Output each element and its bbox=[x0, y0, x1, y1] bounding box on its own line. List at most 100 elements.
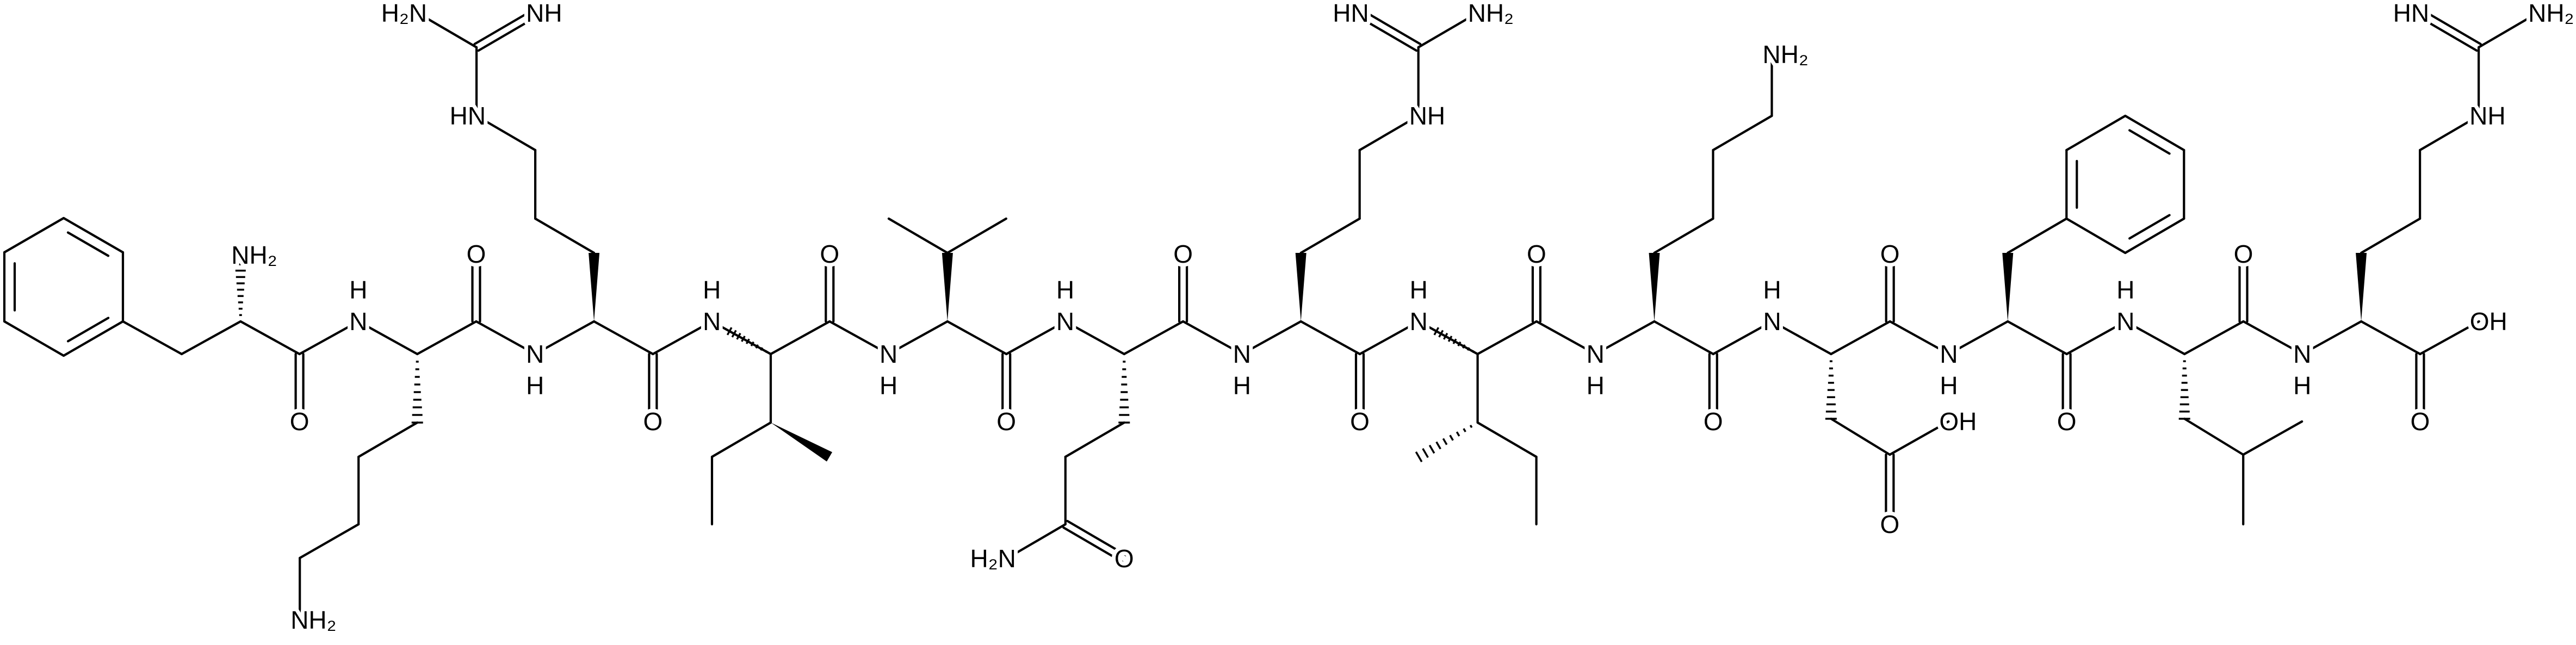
amide-nitrogen-label: N bbox=[2116, 307, 2134, 336]
amide-nitrogen-label: N bbox=[1763, 307, 1781, 336]
hashed-bond bbox=[1118, 361, 1130, 424]
bond-line bbox=[2417, 15, 2478, 52]
backbone-bond bbox=[357, 320, 419, 356]
hash-line bbox=[1443, 332, 1448, 340]
hash-line bbox=[741, 336, 746, 342]
backbone-bond bbox=[769, 320, 831, 356]
oxygen-label: O bbox=[2234, 240, 2253, 268]
ring-bond bbox=[62, 216, 125, 254]
amide-nitrogen-label: N bbox=[526, 340, 544, 368]
single-bond bbox=[357, 421, 419, 458]
hash-line bbox=[750, 341, 754, 346]
hash-line bbox=[1415, 451, 1423, 462]
oxygen-label: O bbox=[1880, 240, 1900, 268]
amine-label: NH₂ bbox=[2528, 0, 2574, 27]
oxygen-label: O bbox=[290, 407, 309, 436]
carbonyl-double-bond bbox=[2061, 352, 2072, 417]
guanidine-nh-label: NH bbox=[2469, 102, 2505, 130]
wedge-bond bbox=[942, 253, 953, 321]
imine-double-bond bbox=[1357, 8, 1422, 52]
amide-nitrogen-label: N bbox=[703, 307, 721, 336]
single-bond bbox=[1417, 11, 1478, 49]
single-bond bbox=[2360, 217, 2422, 255]
hashed-bond bbox=[1415, 424, 1473, 462]
hashed-bond bbox=[1825, 360, 1837, 420]
amide-hydrogen-label: H bbox=[2293, 371, 2311, 400]
ring-bond bbox=[3, 216, 65, 254]
carbonyl-double-bond bbox=[1354, 352, 1365, 417]
amine-label: H₂N bbox=[381, 0, 427, 27]
aromatic-inner-bond bbox=[2128, 214, 2171, 240]
carbonyl-double-bond bbox=[1885, 259, 1895, 323]
imine-label: HN bbox=[2393, 0, 2429, 27]
backbone-bond bbox=[1830, 320, 1891, 356]
single-bond bbox=[887, 217, 949, 255]
carbonyl-double-bond bbox=[1001, 352, 1012, 417]
hash-line bbox=[1471, 350, 1475, 353]
single-bond bbox=[946, 217, 1008, 255]
hash-line bbox=[745, 338, 750, 344]
carbonyl-double-bond bbox=[825, 259, 835, 323]
oxygen-label: O bbox=[2057, 407, 2077, 436]
single-bond bbox=[1005, 523, 1067, 560]
backbone-bond bbox=[1712, 320, 1774, 356]
amide-nitrogen-label: N bbox=[1940, 340, 1958, 368]
hash-line bbox=[1456, 431, 1460, 437]
single-bond bbox=[1888, 420, 1950, 456]
backbone-bond bbox=[1653, 320, 1714, 356]
backbone-bond bbox=[180, 320, 242, 356]
amide-hydrogen-label: H bbox=[2116, 276, 2134, 304]
oxygen-label: O bbox=[467, 240, 486, 268]
bond-line bbox=[1360, 8, 1422, 46]
single-bond bbox=[1653, 217, 1714, 255]
single-bond bbox=[2419, 114, 2480, 152]
hash-line bbox=[1442, 438, 1448, 445]
single-bond bbox=[121, 320, 183, 356]
amide-double-bond bbox=[1062, 519, 1128, 563]
ring-bond bbox=[2065, 114, 2127, 152]
oxygen-label: O bbox=[1114, 544, 1134, 573]
oxygen-label: O bbox=[1704, 407, 1723, 436]
hashed-bond bbox=[2178, 360, 2190, 420]
backbone-bond bbox=[1535, 320, 1597, 356]
backbone-bond bbox=[1476, 320, 1538, 356]
amide-nitrogen-label: N bbox=[2293, 340, 2311, 368]
amine-label: NH₂ bbox=[1763, 40, 1809, 69]
ring-bond bbox=[2065, 217, 2127, 255]
hash-line bbox=[1452, 338, 1457, 344]
amide-hydrogen-label: H bbox=[1587, 371, 1605, 400]
hash-line bbox=[1457, 341, 1462, 346]
amide-hydrogen-label: H bbox=[1940, 371, 1958, 400]
single-bond bbox=[1830, 417, 1891, 456]
single-bond bbox=[1712, 114, 1773, 152]
backbone-bond bbox=[534, 320, 596, 356]
single-bond bbox=[2183, 417, 2245, 456]
ring-bond bbox=[2124, 217, 2185, 255]
single-bond bbox=[1064, 421, 1125, 458]
hash-line bbox=[731, 330, 737, 338]
hash-line bbox=[1438, 330, 1444, 338]
backbone-bond bbox=[2124, 320, 2186, 356]
backbone-bond bbox=[1947, 320, 2009, 356]
ring-bond bbox=[3, 320, 65, 357]
hash-line bbox=[1469, 424, 1473, 429]
amide-hydrogen-label: H bbox=[703, 276, 721, 304]
carbonyl-double-bond bbox=[294, 352, 305, 417]
bond-line bbox=[1066, 519, 1128, 557]
hash-line bbox=[726, 327, 733, 336]
backbone-bond bbox=[2419, 320, 2480, 356]
single-bond bbox=[2478, 11, 2539, 49]
acid-double-bond bbox=[1885, 453, 1895, 521]
wedge-bond bbox=[2002, 253, 2014, 321]
backbone-bond bbox=[2065, 320, 2127, 356]
oxygen-label: O bbox=[2411, 407, 2430, 436]
backbone-bond bbox=[298, 320, 360, 356]
amide-nitrogen-label: N bbox=[349, 307, 367, 336]
bonds bbox=[3, 8, 2539, 616]
backbone-bond bbox=[2242, 320, 2303, 356]
backbone-bond bbox=[2007, 320, 2068, 356]
single-bond bbox=[475, 114, 537, 152]
wedge-bond bbox=[589, 253, 600, 321]
hash-line bbox=[1466, 347, 1470, 351]
single-bond bbox=[2007, 217, 2068, 255]
